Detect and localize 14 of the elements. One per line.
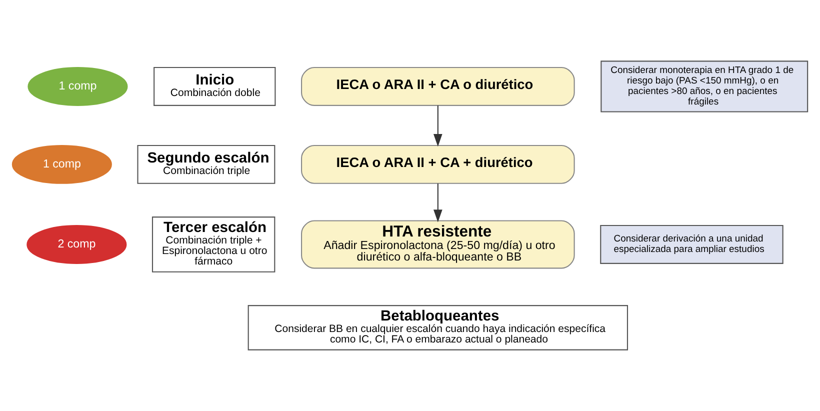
node-box: Tercer escalón Combinación triple + Espironolactona u otro fármaco <box>152 216 276 272</box>
node-box: HTA resistente Añadir Espironolactona (25-50 mg/día) u otro diurético o alfa-bloqueante o BB <box>301 220 575 269</box>
arrow <box>433 184 442 222</box>
node-box: IECA o ARA II + CA + diurético <box>301 144 575 184</box>
node-ellipse: 2 comp <box>26 224 127 264</box>
node-box: Considerar derivación a una unidad especializada para ampliar estudios <box>600 224 784 264</box>
arrow <box>433 106 442 147</box>
node-ellipse: 1 comp <box>12 144 112 184</box>
node-box: Considerar monoterapia en HTA grado 1 de riesgo bajo (PAS <150 mmHg), o en pacientes >80 años, o en pacientes frágiles <box>600 60 808 112</box>
node-box: Inicio Combinación doble <box>154 67 276 106</box>
node-ellipse: 1 comp <box>28 67 128 106</box>
node-box: Segundo escalón Combinación triple <box>137 144 276 184</box>
node-box: IECA o ARA II + CA o diurético <box>301 67 575 106</box>
node-box: Betabloqueantes Considerar BB en cualquier escalón cuando haya indicación específica como IC, CI, FA o embarazo actual o planeado <box>248 305 628 350</box>
